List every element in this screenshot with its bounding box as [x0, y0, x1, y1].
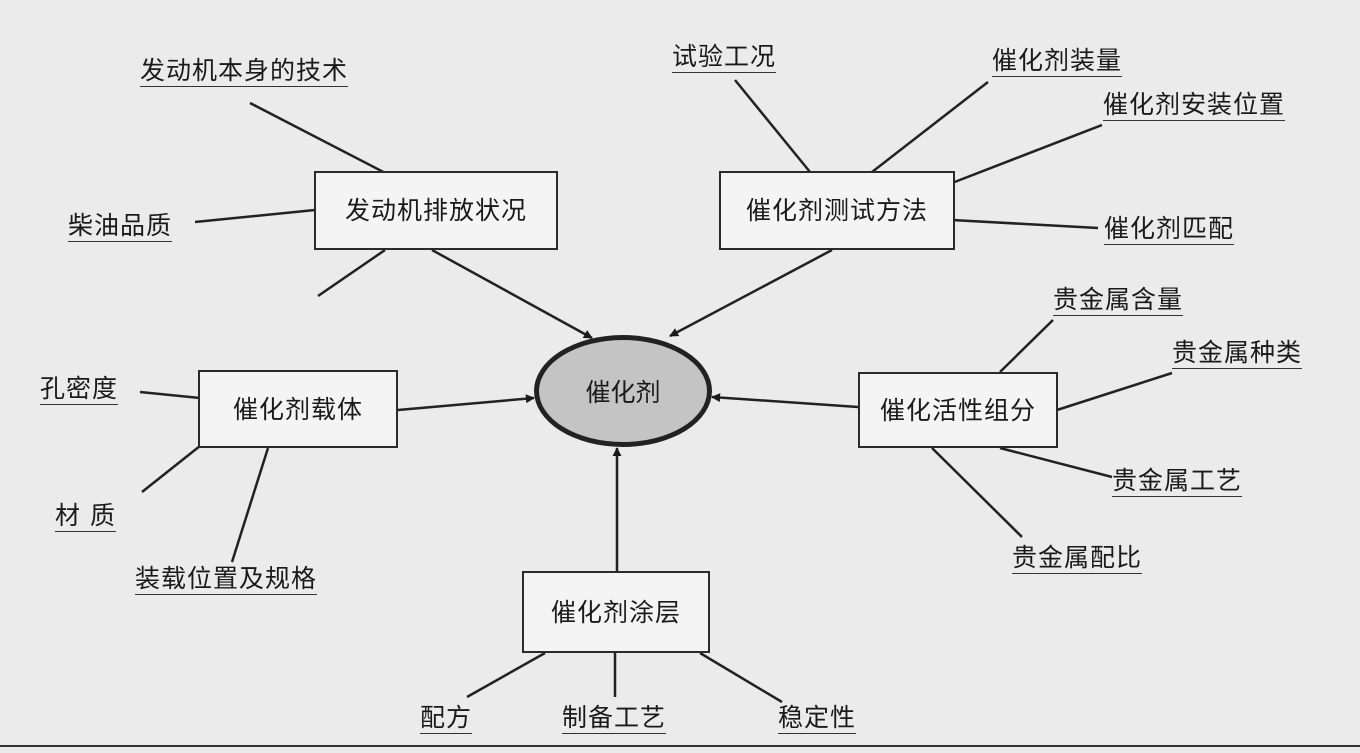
line-pm-ratio — [931, 447, 1023, 538]
node-engine-emission-label: 发动机排放状况 — [344, 196, 527, 225]
line-porosity — [139, 390, 201, 400]
arrow-engine-to-center — [431, 248, 593, 340]
line-test-cond — [734, 79, 811, 173]
label-formula: 配方 — [420, 703, 473, 734]
node-active-component: 催化活性组分 — [858, 372, 1058, 448]
node-coating-label: 催化剂涂层 — [550, 597, 681, 627]
line-matching — [951, 218, 1099, 230]
label-porosity: 孔密度 — [40, 374, 119, 405]
line-pm-process — [999, 446, 1113, 479]
line-engine-extra — [317, 248, 386, 298]
arrow-carrier-to-center — [397, 394, 535, 412]
line-pm-content — [999, 319, 1054, 373]
label-install-pos: 催化剂安装位置 — [1103, 90, 1286, 121]
line-stability — [699, 651, 783, 704]
label-pm-ratio: 贵金属配比 — [1012, 543, 1143, 574]
label-pm-type: 贵金属种类 — [1172, 338, 1303, 369]
label-pm-content: 贵金属含量 — [1053, 285, 1184, 316]
center-label: 催化剂 — [585, 378, 661, 407]
label-matching: 催化剂匹配 — [1104, 214, 1235, 245]
label-diesel: 柴油品质 — [68, 211, 173, 242]
node-test-method: 催化剂测试方法 — [719, 171, 955, 250]
node-active-component-label: 催化活性组分 — [879, 395, 1036, 425]
node-engine-emission: 发动机排放状况 — [314, 171, 558, 250]
label-test-cond: 试验工况 — [672, 42, 777, 73]
node-test-method-label: 催化剂测试方法 — [745, 196, 928, 225]
arrow-test-to-center — [669, 248, 833, 338]
line-loading — [871, 81, 989, 173]
label-engine-tech: 发动机本身的技术 — [140, 56, 349, 87]
center-node-catalyst: 催化剂 — [534, 335, 712, 447]
label-load-pos: 装载位置及规格 — [135, 564, 318, 595]
label-material: 材 质 — [55, 501, 116, 532]
line-diesel — [194, 208, 316, 224]
label-pm-process: 贵金属工艺 — [1112, 466, 1243, 497]
node-coating: 催化剂涂层 — [522, 571, 710, 653]
line-engine-tech — [249, 101, 396, 180]
line-install-pos — [951, 123, 1103, 185]
line-pm-type — [1056, 371, 1173, 412]
line-material — [141, 441, 206, 493]
line-formula — [466, 651, 546, 699]
arrow-active-to-center — [711, 393, 859, 409]
label-loading: 催化剂装量 — [992, 46, 1123, 77]
line-load-pos — [230, 447, 270, 563]
node-carrier: 催化剂载体 — [198, 370, 398, 448]
label-prep: 制备工艺 — [562, 703, 667, 734]
label-stability: 稳定性 — [778, 703, 857, 734]
bottom-divider — [0, 745, 1360, 747]
node-carrier-label: 催化剂载体 — [232, 394, 363, 424]
